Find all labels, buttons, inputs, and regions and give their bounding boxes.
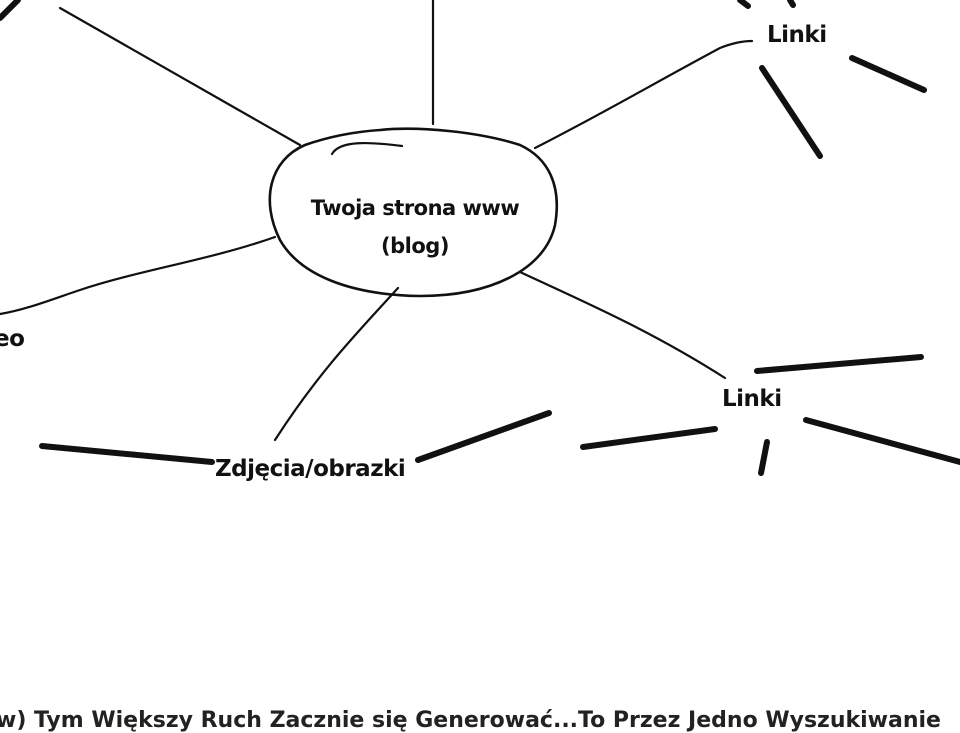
connector-top-left bbox=[58, 6, 302, 147]
sub-stroke-links-right-4 bbox=[758, 439, 770, 476]
sub-stroke-images-left bbox=[39, 443, 215, 465]
connector-links-right bbox=[518, 270, 727, 380]
footer-caption: w) Tym Większy Ruch Zacznie się Generowa… bbox=[0, 708, 941, 733]
center-bubble bbox=[268, 127, 559, 298]
sub-stroke-top-left bbox=[0, 0, 21, 21]
node-links-top: Linki bbox=[767, 22, 827, 48]
sub-stroke-links-top-4 bbox=[759, 65, 823, 159]
center-title: Twoja strona www bbox=[310, 196, 520, 220]
sub-stroke-links-top-2 bbox=[787, 0, 796, 8]
connector-links-top bbox=[533, 39, 754, 150]
connector-images bbox=[273, 286, 400, 442]
sub-stroke-images-right bbox=[415, 410, 552, 463]
node-images: Zdjęcia/obrazki bbox=[215, 456, 406, 482]
node-video: eo bbox=[0, 326, 25, 352]
connector-video bbox=[0, 235, 277, 316]
center-subtitle: (blog) bbox=[381, 234, 449, 258]
sub-stroke-links-right-2 bbox=[803, 417, 960, 465]
sub-stroke-links-top-3 bbox=[849, 55, 927, 93]
sub-stroke-links-right-1 bbox=[754, 354, 924, 374]
node-links-right: Linki bbox=[722, 386, 782, 412]
sub-stroke-links-top-1 bbox=[737, 0, 751, 9]
center-inner-stroke bbox=[330, 141, 404, 156]
sub-stroke-links-right-3 bbox=[580, 426, 718, 450]
